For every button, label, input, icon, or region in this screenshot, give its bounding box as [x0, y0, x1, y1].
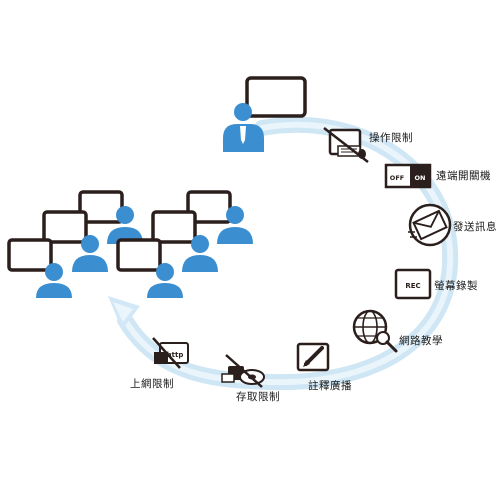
blocked-http-icon: http — [152, 337, 189, 369]
rec-text: REC — [405, 282, 420, 290]
student-at-computer-icon — [186, 190, 253, 244]
student-group — [7, 190, 253, 298]
envelope-send-icon — [408, 203, 452, 247]
pen-on-screen-icon — [296, 342, 330, 372]
http-text: http — [167, 351, 184, 359]
on-text: ON — [415, 174, 426, 182]
flow-arc — [108, 116, 459, 391]
student-at-computer-icon — [116, 238, 183, 298]
off-text: OFF — [390, 174, 404, 182]
student-at-computer-icon — [42, 210, 108, 272]
label-storage-limit: 存取限制 — [236, 391, 280, 403]
blocked-keyboard-mouse-icon — [323, 127, 369, 163]
globe-search-icon — [352, 309, 398, 353]
label-send-message: 發送訊息 — [453, 221, 497, 233]
label-web-teaching: 網路教學 — [399, 335, 443, 347]
teacher-at-whiteboard-icon — [223, 76, 307, 152]
label-screen-record: 螢幕錄製 — [434, 280, 478, 292]
off-on-switch-icon: OFF ON — [384, 163, 432, 189]
label-operation-limit: 操作限制 — [369, 132, 413, 144]
label-web-limit: 上網限制 — [130, 378, 174, 390]
label-annotate-broadcast: 註釋廣播 — [308, 380, 352, 392]
student-at-computer-icon — [151, 210, 218, 272]
blocked-usb-storage-icon — [221, 354, 265, 388]
label-remote-power: 遠端開關機 — [436, 170, 491, 182]
rec-screen-icon: REC — [394, 268, 432, 300]
student-at-computer-icon — [7, 238, 72, 298]
